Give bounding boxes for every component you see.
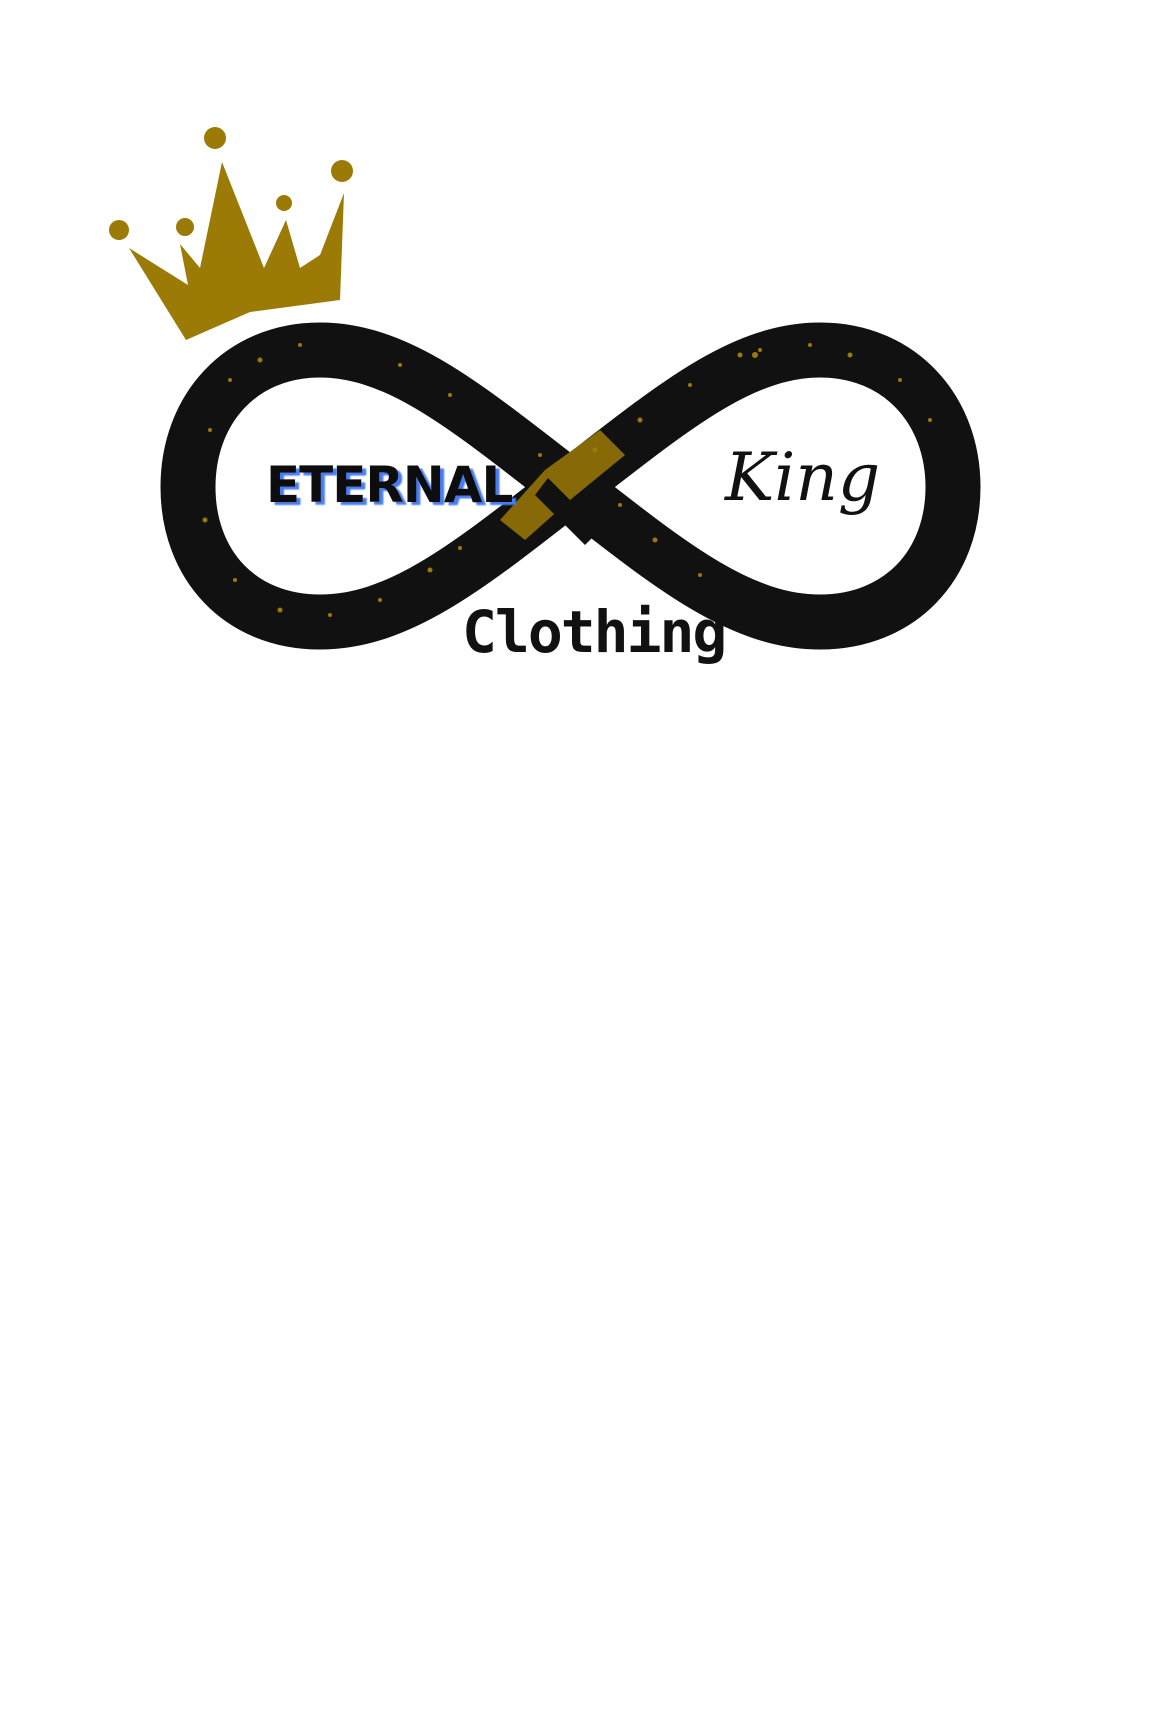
infinity-symbol [160, 322, 981, 650]
eternal-text: ETERNAL [266, 456, 512, 514]
king-text: King [724, 439, 880, 516]
crown-icon [109, 127, 353, 340]
clothing-text: Clothing [462, 598, 725, 666]
gold-speckles [202, 343, 932, 617]
